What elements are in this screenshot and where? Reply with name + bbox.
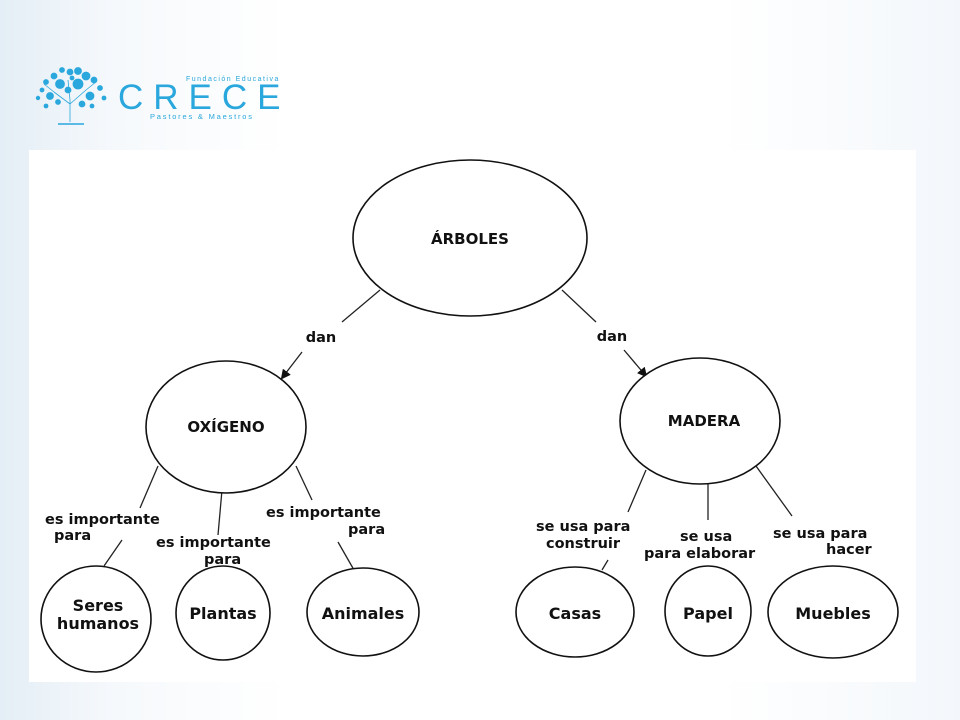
- leaf-label-casas: Casas: [549, 604, 601, 623]
- connector-madera-1b: [601, 559, 609, 571]
- connector-root-right-a: [561, 289, 597, 323]
- logo-bottom-text: Pastores & Maestros: [150, 112, 254, 121]
- leaf-papel: [664, 565, 752, 657]
- leaf-label-humanos: humanos: [57, 614, 139, 633]
- leaf-seres-humanos: [40, 565, 152, 673]
- leaf-label-plantas: Plantas: [189, 604, 256, 623]
- leaf-label-papel: Papel: [683, 604, 733, 623]
- node-root-label: ÁRBOLES: [431, 229, 509, 248]
- link-label-oxigeno-2-line1: es importante: [156, 535, 271, 551]
- link-label-oxigeno-2-line2: para: [204, 552, 241, 568]
- link-label-madera-1-line2: construir: [546, 536, 621, 552]
- link-label-madera-3-line1: se usa para: [773, 526, 867, 542]
- node-root: [352, 159, 588, 317]
- logo-wordmark: CRECE: [118, 78, 291, 117]
- link-label-oxigeno-3-line2: para: [348, 522, 385, 538]
- node-madera: [619, 357, 781, 485]
- connector-oxigeno-1a: [139, 465, 159, 509]
- leaf-label-muebles: Muebles: [795, 604, 870, 623]
- connector-oxigeno-3a: [295, 465, 313, 501]
- link-label-madera-2-line2: para elaborar: [644, 546, 756, 562]
- connector-root-left-b: [280, 351, 303, 380]
- logo-top-text: Fundación Educativa: [186, 76, 280, 83]
- connector-root-left-a: [341, 289, 381, 323]
- crece-logo: Fundación Educativa CRECE Pastores & Mae…: [34, 62, 304, 128]
- connector-madera-3: [755, 465, 793, 517]
- link-label-oxigeno-3-line1: es importante: [266, 505, 381, 521]
- link-label-madera-3-line2: hacer: [826, 542, 873, 558]
- connector-madera-1a: [627, 469, 647, 513]
- connector-oxigeno-2: [217, 489, 223, 536]
- leaf-label-seres: Seres: [73, 596, 124, 615]
- connector-oxigeno-1b: [103, 539, 123, 567]
- node-oxigeno-label: OXÍGENO: [187, 417, 264, 436]
- tree-logo-icon: [35, 67, 107, 125]
- leaf-animales: [306, 567, 420, 657]
- leaf-plantas: [175, 565, 271, 661]
- link-label-dan-left: dan: [306, 330, 337, 346]
- node-madera-label: MADERA: [668, 412, 741, 430]
- link-label-madera-2-line1: se usa: [680, 529, 732, 545]
- link-label-oxigeno-1-line1: es importante: [45, 512, 160, 528]
- leaf-label-animales: Animales: [322, 604, 405, 623]
- leaf-muebles: [767, 565, 899, 659]
- connector-root-right-b: [623, 349, 648, 378]
- connector-oxigeno-3b: [337, 541, 355, 571]
- leaf-casas: [515, 566, 635, 658]
- node-oxigeno: [145, 360, 307, 494]
- link-label-dan-right: dan: [597, 329, 628, 345]
- link-label-oxigeno-1-line2: para: [54, 528, 91, 544]
- link-label-madera-1-line1: se usa para: [536, 519, 630, 535]
